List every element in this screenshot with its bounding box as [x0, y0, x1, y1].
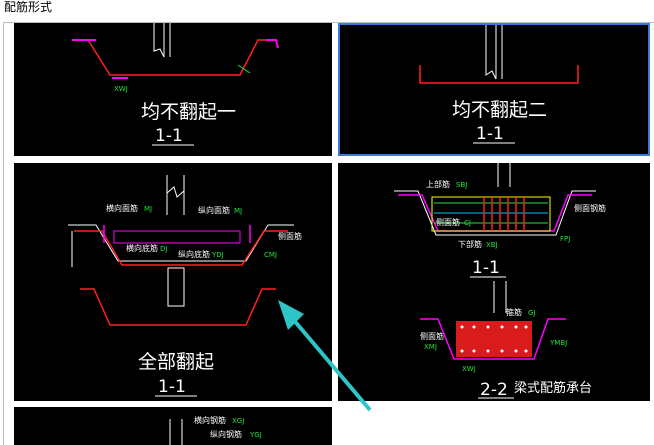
option-tile-3[interactable]: 横向面筋 MJ 纵向面筋 MJ 横向底筋 DJ 纵向底筋 YDJ CMJ 侧面筋… — [14, 163, 332, 401]
option-tile-4[interactable]: 上部筋 SBJ 侧面筋 CJ 下部筋 XBJ FPJ 1-1 箍筋 GJ XMJ… — [338, 163, 650, 401]
option-1-caption: 均不翻起一 — [141, 101, 236, 123]
option-3-label-7: 纵向底筋 — [178, 249, 210, 259]
option-tile-5[interactable]: 横向钢筋 XGJ 纵向钢筋 YGJ — [14, 407, 332, 445]
option-5-label-2: XGJ — [232, 417, 244, 425]
option-5-diagram: 横向钢筋 XGJ 纵向钢筋 YGJ — [169, 415, 262, 445]
option-3-label-8: YDJ — [211, 251, 224, 259]
option-1-diagram: XWJ 均不翻起一 1-1 — [72, 23, 279, 146]
option-list[interactable]: XWJ 均不翻起一 1-1 均不翻起二 1-1 横向面筋 — [3, 22, 654, 445]
option-2-diagram: 均不翻起二 1-1 — [419, 25, 579, 144]
option-2-caption: 均不翻起二 — [452, 99, 547, 121]
option-tile-2-selected[interactable]: 均不翻起二 1-1 — [338, 23, 650, 156]
option-3-label-6: DJ — [160, 245, 167, 253]
option-4-diagram: 上部筋 SBJ 侧面筋 CJ 下部筋 XBJ FPJ 1-1 箍筋 GJ XMJ… — [394, 163, 606, 400]
option-3-label-4: MJ — [234, 207, 242, 215]
option-4-label-5: 下部筋 — [458, 239, 482, 249]
option-4-label-6: XBJ — [486, 241, 498, 249]
option-4-label-10: XMJ — [424, 343, 437, 351]
option-4-label-13: 侧面筋 — [420, 331, 444, 341]
option-2-section: 1-1 — [476, 124, 504, 144]
option-4-section-2: 2-2 — [480, 380, 508, 400]
option-4-caption: 梁式配筋承台 — [514, 380, 592, 396]
option-3-label-5: 横向底筋 — [126, 243, 158, 253]
option-3-section: 1-1 — [158, 377, 186, 397]
option-3-label-9: CMJ — [264, 251, 277, 259]
option-4-label-3: 侧面筋 — [436, 217, 460, 227]
option-3-label-1: 横向面筋 — [106, 203, 138, 213]
option-3-diagram: 横向面筋 MJ 纵向面筋 MJ 横向底筋 DJ 纵向底筋 YDJ CMJ 侧面筋… — [68, 175, 302, 397]
option-4-label-2: SBJ — [456, 181, 467, 189]
option-5-label-3: 纵向钢筋 — [210, 429, 242, 439]
option-4-label-7: FPJ — [560, 235, 570, 243]
option-3-label-2: MJ — [144, 205, 152, 213]
option-4-section-1: 1-1 — [472, 258, 500, 278]
option-4-label-9: GJ — [528, 309, 536, 317]
option-4-label-4: CJ — [464, 219, 471, 227]
window-title: 配筋形式 — [4, 0, 53, 14]
option-3-label-10: 侧面筋 — [278, 231, 302, 241]
option-1-label-xwj: XWJ — [114, 85, 128, 93]
option-4-label-1: 上部筋 — [426, 179, 450, 189]
option-5-label-4: YGJ — [249, 431, 262, 439]
option-3-caption: 全部翻起 — [138, 351, 214, 373]
option-tile-1[interactable]: XWJ 均不翻起一 1-1 — [14, 23, 332, 156]
option-3-label-3: 纵向面筋 — [198, 205, 230, 215]
option-4-label-8: 箍筋 — [506, 307, 522, 317]
option-4-label-14: 侧面钢筋 — [574, 203, 606, 213]
option-4-label-11: YMBJ — [549, 339, 567, 347]
option-4-label-12: XWJ — [462, 365, 476, 373]
option-5-label-1: 横向钢筋 — [194, 415, 226, 425]
option-1-section: 1-1 — [155, 126, 183, 146]
